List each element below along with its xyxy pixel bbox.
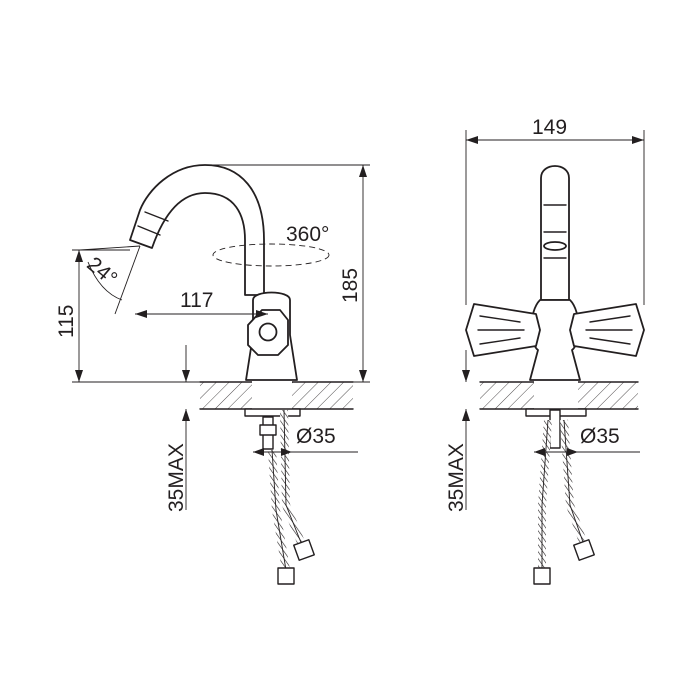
side-hole-label: Ø35	[296, 425, 336, 448]
side-body	[245, 291, 298, 381]
front-body	[465, 299, 645, 381]
side-rotation-label: 360°	[286, 223, 329, 246]
side-reach-label: 117	[180, 289, 213, 312]
side-hoses	[259, 409, 315, 585]
front-spout	[540, 165, 570, 301]
front-hoses	[533, 409, 595, 585]
side-angle-dimension: 24°	[79, 245, 141, 315]
front-hole-dimension: Ø35	[534, 425, 640, 456]
side-view: 360° 24° 117 185	[55, 164, 370, 585]
side-spout	[129, 164, 265, 296]
front-view: 149 35MAX Ø35	[445, 116, 645, 585]
side-rotation-ellipse	[212, 243, 330, 267]
front-width-label: 149	[532, 116, 567, 139]
side-reach-dimension: 117	[135, 289, 268, 318]
side-spout-height-dimension: 115	[55, 249, 200, 383]
side-height-dimension: 185	[205, 164, 370, 383]
side-handle-cap	[258, 322, 278, 342]
side-spout-height-label: 115	[55, 305, 78, 338]
front-thickness-label: 35MAX	[445, 443, 468, 512]
front-hole-label: Ø35	[580, 425, 620, 448]
side-height-label: 185	[339, 268, 362, 303]
side-angle-label: 24°	[82, 253, 121, 291]
side-hole-dimension: Ø35	[253, 425, 358, 456]
side-countertop	[199, 378, 354, 417]
front-countertop	[479, 378, 639, 417]
side-thickness-label: 35MAX	[165, 443, 188, 512]
front-thickness-dimension: 35MAX	[445, 350, 470, 512]
front-width-dimension: 149	[465, 116, 645, 305]
side-thickness-dimension: 35MAX	[165, 345, 190, 512]
